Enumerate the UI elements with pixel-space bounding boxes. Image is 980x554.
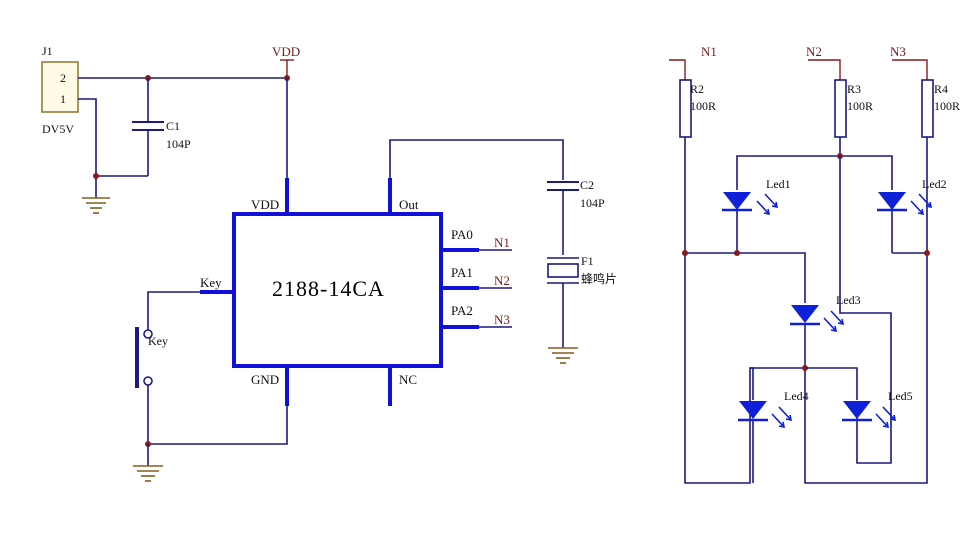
led-led3: Led3: [790, 293, 861, 333]
switch-contact-bottom: [143, 376, 153, 386]
chip-2188-14ca: VDD Out 2188-14CA Key GND NC PA0 PA1 PA2…: [200, 78, 512, 406]
buzzer-f1-ref: F1: [581, 254, 594, 268]
led4-ref: Led4: [784, 389, 809, 403]
net-label-n3: N3: [890, 44, 906, 59]
resistor-r3-ref: R3: [847, 82, 861, 96]
net-label-n2: N2: [806, 44, 822, 59]
net-label-n1: N1: [701, 44, 717, 59]
ground-symbol-1: [82, 197, 110, 214]
led1-ref: Led1: [766, 177, 791, 191]
led2-ref: Led2: [922, 177, 947, 191]
switch-ref: Key: [148, 334, 168, 348]
chip-pin-pa1-label: PA1: [451, 265, 473, 280]
wire-gnd-rail: [78, 98, 148, 177]
led3-ref: Led3: [836, 293, 861, 307]
chip-pin-nc-label: NC: [399, 372, 417, 387]
resistor-r4: [921, 79, 934, 138]
chip-pin-vdd-label: VDD: [251, 197, 279, 212]
connector-j1-pin1: 1: [60, 92, 66, 106]
led-led4: Led4: [738, 389, 809, 429]
wire-n1-led3: [685, 252, 806, 303]
key-switch: Key: [133, 291, 288, 482]
chip-name: 2188-14CA: [272, 276, 385, 301]
wire-n1-bus: [684, 137, 805, 484]
chip-pin-key-label: Key: [200, 275, 222, 290]
led-led2: Led2: [877, 177, 947, 216]
wire-n2-led5: [839, 156, 892, 464]
led5-ref: Led5: [888, 389, 913, 403]
net-label-pa1-n2: N2: [494, 273, 510, 288]
wires-j1: [78, 75, 287, 198]
led1-emission-arrows: [756, 193, 779, 216]
junction-n3-mid: [924, 250, 930, 256]
junction-gnd-j1: [93, 173, 99, 179]
led3-emission-arrows: [823, 310, 845, 333]
wire-to-led5: [805, 367, 858, 400]
chip-pin-pa0-label: PA0: [451, 227, 473, 242]
net-n1-stub: [669, 59, 686, 80]
output-network: C2 104P F1 蜂鸣片: [389, 139, 617, 364]
wire-n3-bus: [804, 137, 928, 484]
connector-j1: J1 2 1 DV5V: [41, 44, 79, 136]
led2-emission-arrows: [910, 193, 933, 216]
led4-emission-arrows: [771, 406, 793, 429]
buzzer-f1-value: 蜂鸣片: [581, 271, 617, 286]
net-label-pa0-n1: N1: [494, 235, 510, 250]
resistor-r4-ref: R4: [934, 82, 948, 96]
net-n3-stub: [892, 59, 928, 80]
net-label-pa2-n3: N3: [494, 312, 510, 327]
net-n2-stub: [808, 59, 841, 80]
resistor-r3-value: 100R: [847, 99, 873, 113]
connector-j1-pin2: 2: [60, 71, 66, 85]
junction-led1: [734, 250, 740, 256]
connector-j1-body: [41, 61, 79, 113]
buzzer-f1-body: [547, 263, 579, 278]
capacitor-c2-value: 104P: [580, 196, 605, 210]
vdd-power-label: VDD: [272, 44, 300, 81]
led5-emission-arrows: [875, 406, 897, 429]
chip-pin-gnd-label: GND: [251, 372, 279, 387]
resistor-r2-ref: R2: [690, 82, 704, 96]
switch-contact-top: [143, 329, 153, 339]
connector-j1-value: DV5V: [42, 122, 74, 136]
wire-key-to-switch: [147, 291, 200, 334]
capacitor-c2-ref: C2: [580, 178, 594, 192]
capacitor-c1-value: 104P: [166, 137, 191, 151]
led3-diode: [791, 305, 819, 323]
wire-n2-led1: [736, 137, 841, 190]
led5-diode: [843, 401, 871, 419]
led2-diode: [878, 192, 906, 210]
chip-pin-pa2-label: PA2: [451, 303, 473, 318]
wire-n2-led2: [840, 155, 893, 190]
led-array: N1 N2 N3 R2 100R R3 100R R4 100R: [669, 44, 960, 484]
led4-diode: [739, 401, 767, 419]
capacitor-c1: C1 104P: [132, 119, 191, 151]
resistor-r4-value: 100R: [934, 99, 960, 113]
led-led5: Led5: [842, 389, 913, 429]
led-led1: Led1: [722, 177, 791, 216]
junction-n1-mid: [682, 250, 688, 256]
resistor-r3: [834, 79, 847, 138]
connector-j1-ref: J1: [42, 44, 53, 58]
wire-out-to-c2: [389, 139, 564, 180]
vdd-label: VDD: [272, 44, 300, 59]
chip-pin-out-label: Out: [399, 197, 419, 212]
capacitor-c1-ref: C1: [166, 119, 180, 133]
wire-switch-to-gnd: [147, 385, 288, 445]
wire-to-led4: [750, 367, 754, 400]
resistor-r2-value: 100R: [690, 99, 716, 113]
led1-diode: [723, 192, 751, 210]
